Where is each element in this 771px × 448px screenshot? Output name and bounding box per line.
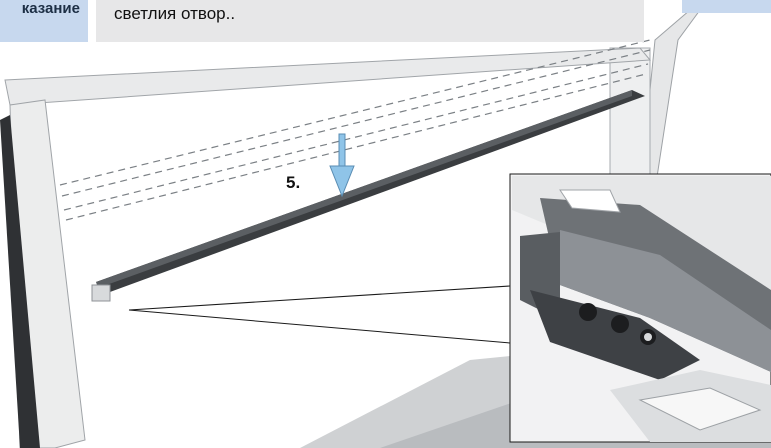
- step-number: 5.: [286, 173, 301, 192]
- note-label: казание: [0, 0, 88, 42]
- note-label-text: казание: [21, 0, 80, 17]
- left-edge-dark: [0, 115, 40, 448]
- callout-line-lower: [128, 309, 511, 344]
- top-crossbar: [4, 47, 652, 106]
- dashed-rail-outline: [59, 39, 651, 221]
- dark-rail-top: [96, 90, 632, 288]
- note-text: светлия отвор..: [114, 4, 236, 23]
- note-box: светлия отвор..: [96, 0, 644, 42]
- down-arrow-icon: [329, 133, 355, 198]
- right-post: [609, 47, 651, 186]
- right-header-tab: [682, 0, 771, 13]
- callout-line-upper: [128, 285, 511, 311]
- detail-inset: [509, 173, 771, 443]
- rail-end-cap: [91, 284, 111, 302]
